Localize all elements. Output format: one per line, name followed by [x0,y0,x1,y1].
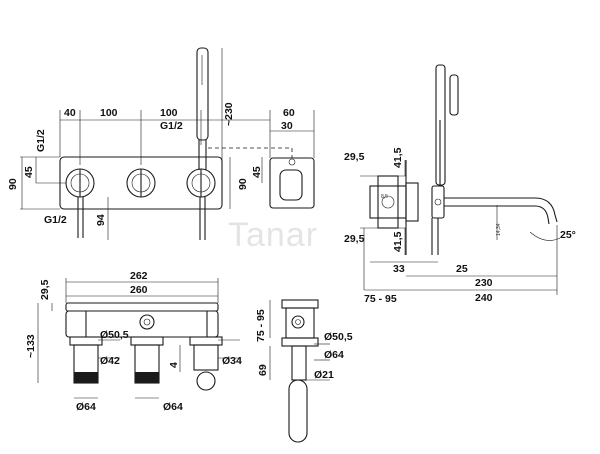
dim-d64-left: Ø64 [76,401,96,413]
dim-45-right: 45 [251,166,263,178]
dim-41-5-top: 41,5 [392,147,404,168]
dim-40: 40 [64,107,76,119]
dim-d42: Ø42 [100,355,120,367]
dim-angle-25: 25° [560,229,576,241]
side-view: 29,5 41,5 29,5 41,5 33 25 230 75 - 95 24… [344,64,576,305]
dim-69: 69 [257,364,269,376]
dim-g12-bottom: G1/2 [44,214,67,226]
dim-d64-right: Ø64 [163,401,183,413]
dim-d21: Ø21 [314,369,334,381]
dim-230: ~230 [223,102,235,126]
mark-14-34: 14,34 [496,223,502,236]
front-view: 40 100 100 G1/2 ~230 60 30 G1/2 45 90 G1… [7,47,315,240]
dim-75-95-side: 75 - 95 [364,293,397,305]
dim-33: 33 [393,263,405,275]
dim-75-95-end: 75 - 95 [255,309,267,342]
dim-60: 60 [283,107,295,119]
dim-230-side: 230 [475,277,493,289]
dim-d50-5-left: Ø50,5 [100,329,129,341]
dim-240: 240 [475,292,493,304]
dim-133: ~133 [25,334,37,358]
dim-29-5-top-view: 29,5 [39,279,51,300]
dim-94: 94 [95,214,107,226]
dim-260: 260 [130,284,148,296]
dim-d34: Ø34 [222,355,242,367]
dim-90-right: 90 [237,178,249,190]
dim-25: 25 [456,263,468,275]
dim-g12-left: G1/2 [35,129,47,152]
dim-thread-top: G1/2 [160,120,183,132]
dim-262: 262 [130,270,148,282]
dim-90-left: 90 [7,178,19,190]
watermark: Tanar [228,216,318,254]
dim-100a: 100 [100,107,118,119]
dim-4: 4 [168,362,180,368]
top-view: 262 260 29,5 ~133 Ø50,5 Ø42 4 Ø34 Ø64 Ø6… [25,270,242,413]
mark-8-5: 8,5 [381,194,388,200]
dim-29-5-bottom: 29,5 [344,233,365,245]
dim-45-left: 45 [23,166,35,178]
dim-d50-5-end: Ø50,5 [324,331,353,343]
dim-d64-end: Ø64 [324,349,344,361]
dim-30: 30 [281,120,293,132]
end-view: 75 - 95 Ø50,5 Ø64 69 Ø21 [255,299,353,443]
dim-29-5-top: 29,5 [344,151,365,163]
dim-100b: 100 [160,107,178,119]
dim-41-5-bottom: 41,5 [392,231,404,252]
